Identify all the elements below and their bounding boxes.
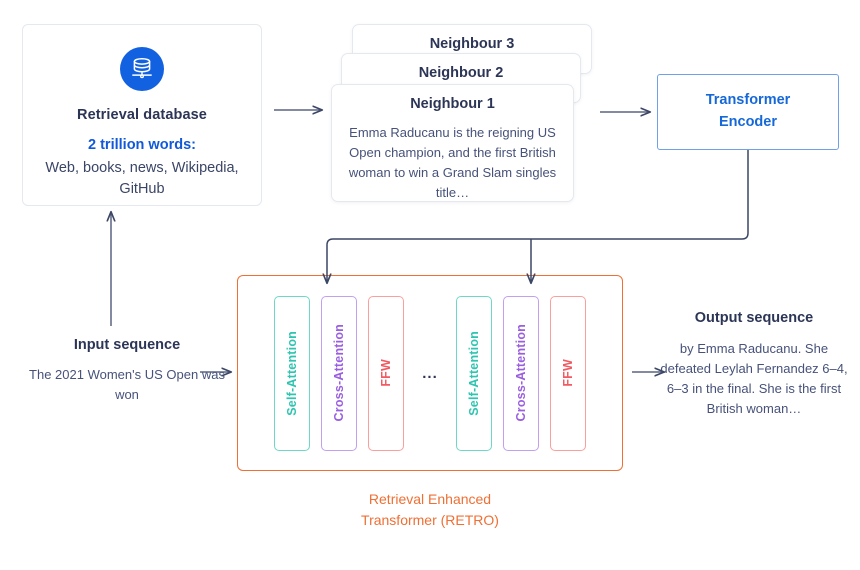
block-self-attention-1: Self-Attention xyxy=(274,295,310,451)
block-cross-attention-2-label: Cross-Attention xyxy=(514,324,528,422)
transformer-encoder-box: Transformer Encoder xyxy=(657,74,839,150)
output-sequence-text: by Emma Raducanu. She defeated Leylah Fe… xyxy=(660,341,848,417)
input-sequence-group: Input sequence The 2021 Women's US Open … xyxy=(22,337,232,405)
neighbour-card-3-title: Neighbour 3 xyxy=(429,36,515,52)
input-sequence-title: Input sequence xyxy=(73,337,181,353)
block-cross-attention-1-label: Cross-Attention xyxy=(332,324,346,422)
block-ffw-2: FFW xyxy=(550,295,586,451)
retrieval-database-word-count: 2 trillion words: xyxy=(88,137,196,153)
block-cross-attention-2: Cross-Attention xyxy=(503,295,539,451)
retro-caption: Retrieval Enhanced Transformer (RETRO) xyxy=(361,491,499,528)
retro-block-row: Self-Attention Cross-Attention FFW ... S… xyxy=(238,276,622,470)
block-self-attention-2: Self-Attention xyxy=(456,295,492,451)
block-self-attention-2-label: Self-Attention xyxy=(467,330,481,416)
transformer-encoder-title-line2: Encoder xyxy=(718,114,777,130)
neighbour-card-1-title: Neighbour 1 xyxy=(410,96,495,112)
retro-ellipsis: ... xyxy=(422,364,438,382)
neighbour-card-1: Neighbour 1 Emma Raducanu is the reignin… xyxy=(331,84,574,202)
retrieval-database-sources: Web, books, news, Wikipedia, GitHub xyxy=(45,160,239,198)
retro-box: Self-Attention Cross-Attention FFW ... S… xyxy=(237,275,623,471)
output-sequence-group: Output sequence by Emma Raducanu. She de… xyxy=(656,310,852,420)
block-cross-attention-1: Cross-Attention xyxy=(321,295,357,451)
input-sequence-text: The 2021 Women's US Open was won xyxy=(29,367,225,403)
database-icon xyxy=(120,47,164,91)
transformer-encoder-title-line1: Transformer xyxy=(705,92,791,109)
block-ffw-2-label: FFW xyxy=(561,359,575,387)
neighbour-card-1-body: Emma Raducanu is the reigning US Open ch… xyxy=(348,125,557,200)
block-ffw-1: FFW xyxy=(368,295,404,451)
retrieval-database-title: Retrieval database xyxy=(77,107,207,123)
block-self-attention-1-label: Self-Attention xyxy=(285,330,299,416)
block-ffw-1-label: FFW xyxy=(379,359,393,387)
output-sequence-title: Output sequence xyxy=(694,310,814,326)
retrieval-database-card: Retrieval database 2 trillion words: Web… xyxy=(22,24,262,206)
neighbour-card-2-title: Neighbour 2 xyxy=(418,65,504,81)
